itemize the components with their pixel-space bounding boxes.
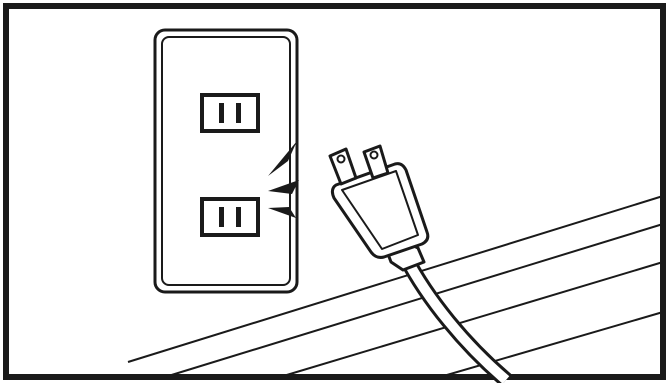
outlet-plate-inner	[161, 36, 291, 286]
plug-prong-right	[362, 144, 390, 180]
floor-lines	[127, 195, 664, 378]
electric-plug-icon	[328, 144, 430, 272]
upper-receptacle	[200, 93, 260, 133]
wall-outlet-icon	[153, 28, 299, 294]
plug-body	[330, 162, 430, 259]
power-cord-icon	[397, 252, 512, 383]
arrow-upper	[268, 141, 297, 176]
arrow-icon	[268, 141, 299, 218]
arrow-lower	[268, 207, 296, 218]
lower-receptacle	[200, 197, 260, 237]
plug-prong-left	[328, 147, 358, 186]
arrow-middle	[268, 180, 299, 194]
